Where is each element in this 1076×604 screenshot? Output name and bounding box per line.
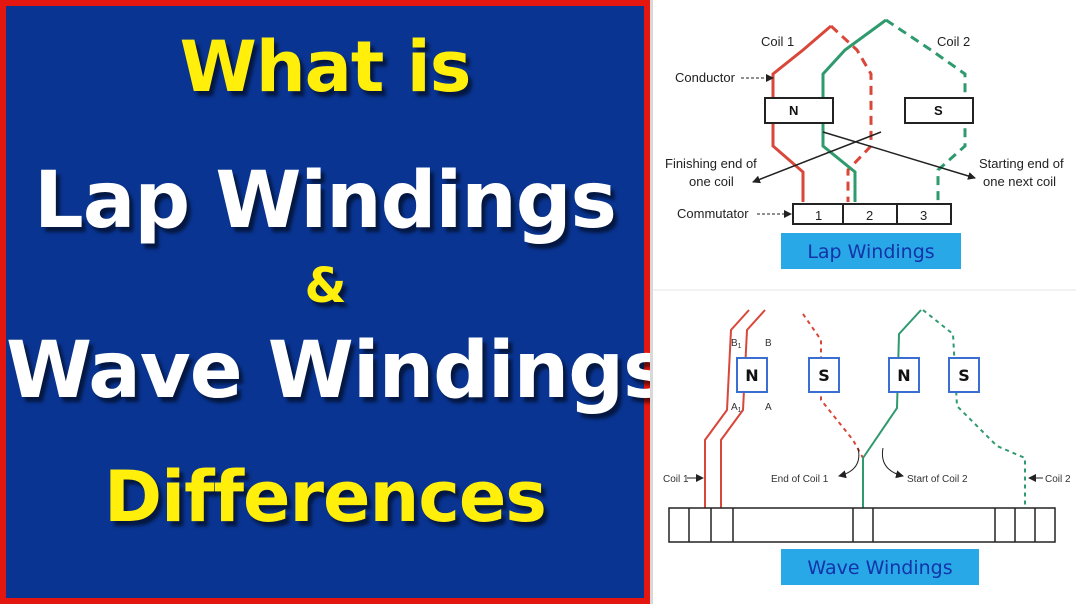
wave-winding-diagram: N S N S B1 B A1 A Coil 1 End of Coil 1 S… — [663, 309, 1071, 585]
label-a1: A1 — [731, 402, 742, 414]
lap-caption: Lap Windings — [807, 241, 934, 263]
wave-coil2-label: Coil 2 — [1045, 474, 1071, 485]
wave-commutator — [668, 507, 1056, 543]
lap-caption-box — [781, 233, 961, 269]
label-b: B — [765, 338, 772, 349]
commutator-segment-2: 2 — [866, 208, 873, 223]
wave-pole-box — [888, 357, 920, 393]
title-panel: What is Lap Windings & Wave Windings Dif… — [0, 0, 669, 604]
finishing-end-label-1: Finishing end of — [665, 156, 757, 171]
title-line-what-is: What is — [179, 26, 472, 108]
wave-coil1-label: Coil 1 — [663, 474, 689, 485]
commutator-label: Commutator — [677, 206, 749, 221]
wave-pole-3: N — [897, 366, 910, 385]
wave-pole-1: N — [745, 366, 758, 385]
diagrams-svg: N S Coil 1 Coil 2 Conductor Finishing en… — [653, 18, 1076, 585]
coil2-dashed-conductor — [885, 18, 967, 202]
title-line-lap-windings: Lap Windings — [34, 156, 617, 246]
wave-pole-box — [736, 357, 768, 393]
commutator-bar — [792, 203, 952, 225]
wave-coil1-conductor — [704, 309, 750, 508]
diagram-panel: N S Coil 1 Coil 2 Conductor Finishing en… — [650, 0, 1076, 604]
wave-pole-4: S — [958, 366, 970, 385]
wave-pole-box — [808, 357, 840, 393]
commutator-segment-1: 1 — [815, 208, 822, 223]
start-of-coil2-pointer — [881, 447, 904, 479]
end-of-coil1-pointer — [838, 447, 860, 479]
label-a: A — [765, 402, 772, 413]
wave-coil1-dashed — [802, 313, 864, 459]
lap-pole-n-box — [764, 97, 834, 124]
lap-coil2-label: Coil 2 — [937, 34, 970, 49]
wave-pole-2: S — [818, 366, 830, 385]
coil1-dashed-conductor — [829, 24, 873, 202]
starting-end-label-1: Starting end of — [979, 156, 1064, 171]
label-b1: B1 — [731, 338, 742, 350]
wave-caption-box — [781, 549, 979, 585]
title-line-ampersand: & — [304, 258, 347, 314]
lap-winding-diagram: N S Coil 1 Coil 2 Conductor Finishing en… — [665, 18, 1064, 269]
lap-coil1-label: Coil 1 — [761, 34, 794, 49]
finishing-end-arrow — [752, 131, 882, 184]
wave-coil1-conductor — [720, 309, 766, 508]
finishing-end-label-2: one coil — [689, 174, 734, 189]
title-line-wave-windings: Wave Windings — [6, 326, 669, 416]
wave-coil2-conductor — [862, 309, 922, 508]
wave-pole-box — [948, 357, 980, 393]
starting-end-arrow — [822, 131, 976, 180]
wave-caption: Wave Windings — [807, 557, 952, 579]
end-of-coil1-label: End of Coil 1 — [771, 474, 829, 485]
start-of-coil2-label: Start of Coil 2 — [907, 474, 968, 485]
conductor-label: Conductor — [675, 70, 736, 85]
lap-pole-s: S — [934, 103, 943, 118]
title-line-differences: Differences — [104, 456, 547, 538]
lap-pole-s-box — [904, 97, 974, 124]
lap-pole-n: N — [789, 103, 798, 118]
commutator-segment-3: 3 — [920, 208, 927, 223]
starting-end-label-2: one next coil — [983, 174, 1056, 189]
wave-coil2-dashed — [922, 309, 1026, 508]
